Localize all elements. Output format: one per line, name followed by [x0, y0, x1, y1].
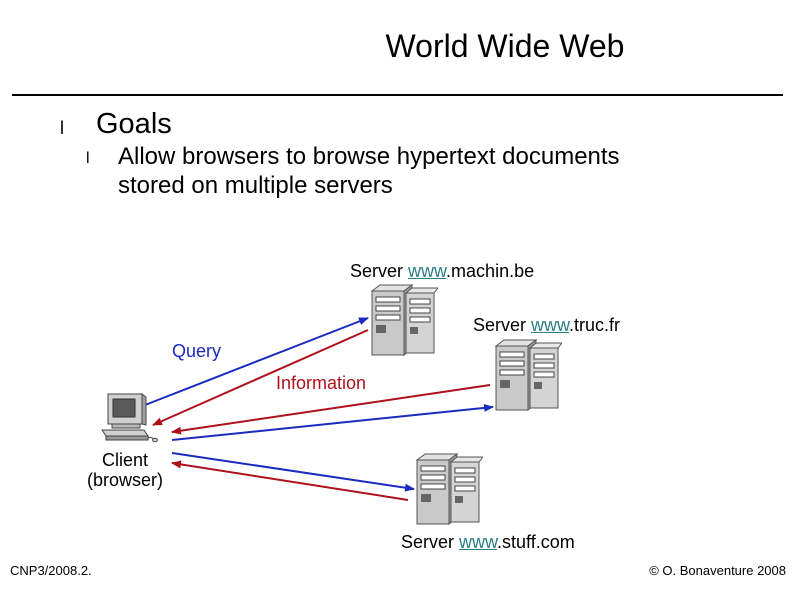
server-machin-label: Server www.machin.be	[350, 261, 534, 282]
slide-title: World Wide Web	[385, 28, 625, 64]
server-machin-suffix: .machin.be	[446, 261, 535, 281]
server-truc-suffix: .truc.fr	[569, 315, 621, 335]
server-truc-label: Server www.truc.fr	[473, 315, 620, 336]
server-machin-icon	[370, 284, 438, 356]
server-stuff-icon	[415, 453, 483, 525]
client-label-line-1: Client	[101, 450, 149, 470]
bullet-goal-item: l	[86, 150, 90, 167]
query-arrow-stuff	[171, 452, 415, 492]
footer-slide-id: CNP3/2008.2.	[10, 563, 92, 578]
goal-item-line-2: stored on multiple servers	[118, 172, 393, 199]
client-label-line-2: (browser)	[86, 470, 163, 490]
goal-item: Allow browsers to browse hypertext docum…	[118, 142, 620, 200]
goals-heading: Goals	[96, 108, 172, 140]
server-stuff-suffix: .stuff.com	[497, 532, 575, 552]
server-machin-prefix: Server	[350, 261, 409, 281]
query-label: Query	[172, 341, 222, 361]
server-truc-icon	[494, 339, 562, 411]
server-machin-link[interactable]: www	[408, 261, 447, 281]
server-stuff-label: Server www.stuff.com	[401, 532, 575, 553]
server-truc-prefix: Server	[473, 315, 532, 335]
server-stuff-link[interactable]: www	[459, 532, 498, 552]
query-arrow-truc	[171, 403, 494, 441]
info-arrow-truc	[171, 384, 491, 435]
information-label: Information	[276, 373, 367, 393]
server-stuff-prefix: Server	[401, 532, 460, 552]
bullet-goals: l	[60, 118, 64, 138]
client-computer-icon	[101, 393, 158, 443]
title-divider	[12, 94, 783, 96]
info-arrow-machin	[152, 329, 369, 426]
footer-copyright: © O. Bonaventure 2008	[649, 563, 786, 578]
server-truc-link[interactable]: www	[531, 315, 570, 335]
query-arrow-machin	[144, 317, 369, 406]
client-label: Client (browser)	[82, 450, 168, 490]
goal-item-line-1: Allow browsers to browse hypertext docum…	[118, 143, 620, 170]
info-arrow-stuff	[171, 460, 409, 501]
